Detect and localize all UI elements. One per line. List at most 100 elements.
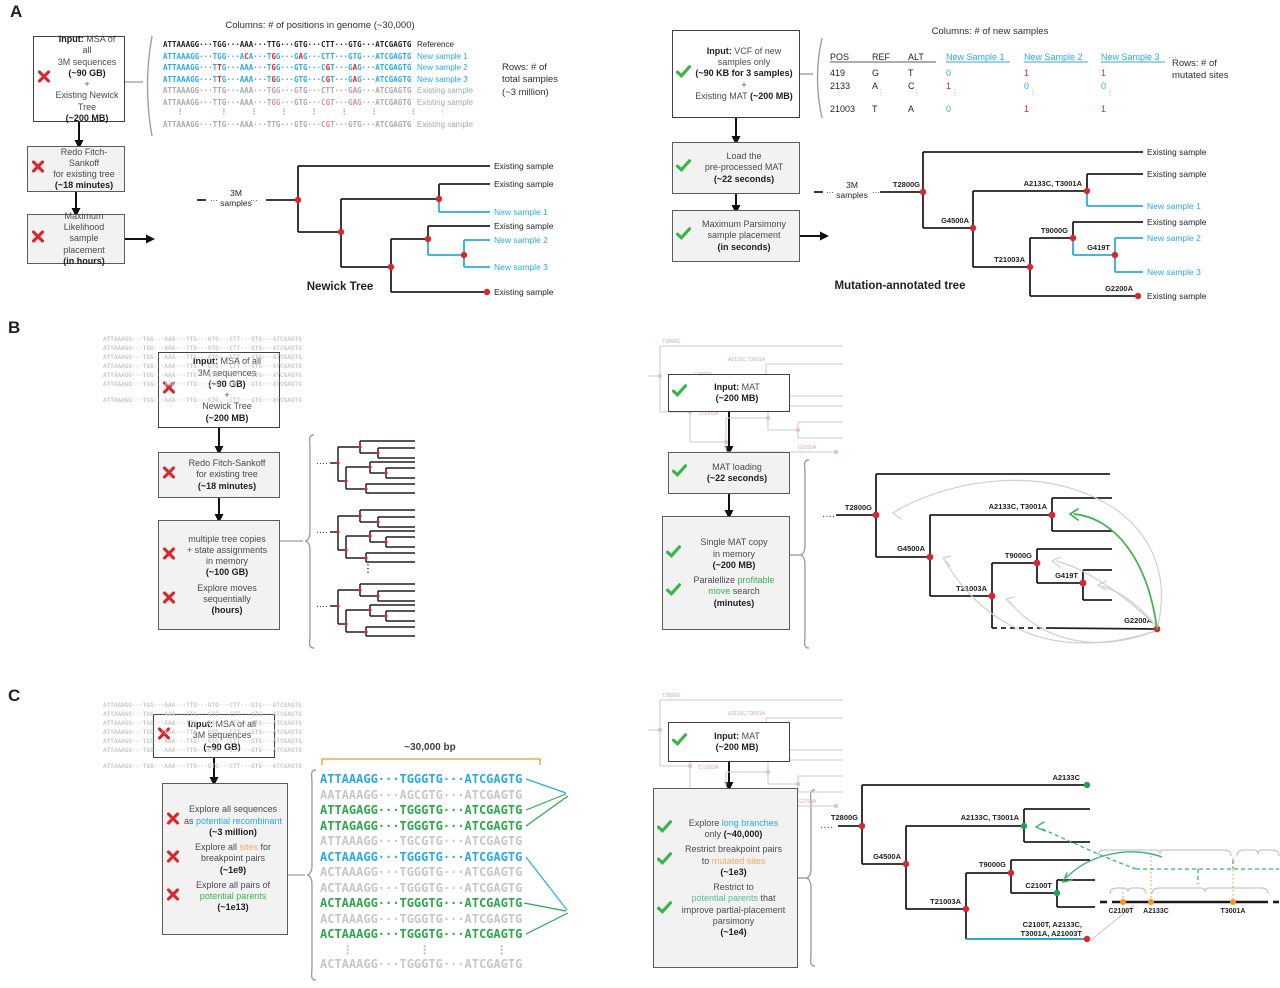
alignment-row-label: New sample 3 (417, 74, 468, 84)
node-label: T9000G (1005, 551, 1032, 560)
icon-holder (166, 850, 181, 868)
node-label: T9000G (979, 860, 1006, 869)
box-text-line: Load the (726, 151, 762, 162)
faded-tree-label: A2133C,T3001A (728, 711, 766, 717)
faded-alignment-row: ATTAAAGG···TGG···AAA···TTG···GTG···CTT··… (103, 354, 302, 361)
sequence-row: ATTAGAGG···TGGGTG···ATCGAGTG (320, 818, 523, 833)
alignment-row-label: New sample 1 (417, 51, 468, 61)
node-label: T21003A (994, 255, 1025, 264)
vcf-cell: 1 (1024, 104, 1030, 114)
check-icon (665, 583, 682, 596)
box-text-line: as potential recombinant (183, 815, 283, 826)
panelB-right-box2: MAT loading(~22 seconds) (668, 452, 790, 494)
node-label: A2133C, T3001A (1024, 179, 1083, 188)
leaf-label: New sample 3 (1147, 267, 1201, 277)
axis-label: T3001A (1221, 908, 1246, 915)
sequence-row: ATTAAAGG···TGGGTG···ATCGAGTG (320, 772, 523, 786)
faded-alignment-row: ATTAAAGG···TGG···AAA···TTG···GTG···CTT··… (103, 397, 302, 404)
leaf-label: Existing sample (494, 161, 554, 171)
box-text-line: Existing MAT (~200 MB) (695, 90, 793, 101)
box-text-line: (~1e4) (720, 927, 747, 937)
icon-holder (665, 545, 682, 563)
alignment-row: ATTAAAGG···TTG···AAA···TGG···GTG···CTT··… (163, 86, 474, 95)
leaf-mutations-label: T3001A, A21003T (1021, 929, 1083, 938)
icon-holder (671, 464, 688, 482)
box-item: Input: MAT(~200 MB) (669, 729, 789, 756)
panel-c-label: C (8, 686, 21, 705)
check-icon (671, 384, 688, 398)
box-text-line: + (741, 79, 747, 90)
svg-label: ··· (210, 196, 218, 205)
node-label: T21003A (956, 584, 987, 593)
cross-icon (157, 727, 171, 740)
node-label: T9000G (1041, 226, 1068, 235)
faded-alignment-row: ATTAAAGG···TGG···AAA···TTG···GTG···CTT··… (103, 702, 302, 709)
leaf-label: Existing sample (1147, 169, 1207, 179)
check-icon (675, 227, 692, 241)
vcf-cell: 0 (1101, 81, 1107, 91)
mini-tree (330, 440, 415, 494)
vcf-header: POS (830, 52, 850, 62)
vcf-cell: G (872, 68, 880, 78)
box-text-line: + (84, 79, 90, 89)
node-label: T2800G (845, 503, 872, 512)
alignment-row: ATTAAAGG···TTG···AAA···TTG···GTG···CGT··… (163, 120, 474, 129)
vcf-header: REF (872, 52, 890, 62)
icon-holder (157, 727, 172, 745)
box-text-line: breakpoint pairs (200, 853, 266, 864)
alignment-row-label: Existing sample (417, 120, 474, 129)
sequence-row: ATTAGAGG···TGGGTG···ATCGAGTG (320, 803, 523, 817)
cross-icon (166, 888, 180, 901)
vcf-cell: T (908, 68, 914, 78)
box-text-line: MAT loading (712, 461, 762, 472)
box-text-line: (~18 minutes) (197, 480, 257, 491)
alignment-row: ATTAAAGG···TTG···AAA···TGG···GTG···CGT··… (163, 63, 468, 72)
leaf-label: New sample 1 (494, 207, 548, 217)
box-text-line: move search (708, 586, 760, 597)
node-label: G2200A (1124, 616, 1153, 625)
box-text-line: pre-processed MAT (704, 162, 784, 173)
box-text-line: for existing tree (53, 169, 115, 179)
faded-alignment-row: ATTAAAGG···TGG···AAA···TTG···GTG···CTT··… (103, 372, 302, 379)
faded-alignment-row: ATTAAAGG···TGG···AAA···TTG···GTG···CTT··… (103, 747, 302, 754)
sequence-dots-row: ⋮ ⋮ ⋮ (320, 942, 537, 957)
leaf-label: New sample 1 (1147, 201, 1201, 211)
box-text-line: Maximum Likelihood (63, 210, 105, 233)
box-text-line: Input: MSA of all (192, 356, 262, 367)
icon-holder (671, 733, 688, 751)
svg-label: ···· (316, 527, 328, 537)
vcf-cell: C (908, 81, 915, 91)
box-text-line: Single MAT copy (700, 537, 768, 548)
box-text-line: (in seconds) (717, 241, 771, 252)
axis-label: A2133C (1143, 908, 1169, 915)
panel-a-label: A (10, 2, 23, 21)
check-icon (671, 733, 688, 747)
box-text-line: Redo Fitch-Sankoff (60, 146, 108, 168)
cross-icon (31, 230, 45, 243)
vcf-cell: 419 (830, 68, 846, 78)
mat-tree-caption: Mutation-annotated tree (834, 280, 966, 292)
sequence-row: ACTAAAGG···TGGGTG···ATCGAGTG (320, 865, 523, 879)
leaf-label: Existing sample (494, 179, 554, 189)
box-text-line: Newick Tree (202, 401, 252, 412)
check-icon (656, 820, 673, 834)
box-text-line: 3M sequences (197, 367, 257, 378)
leaf-label: Existing sample (1147, 217, 1207, 227)
box-text-line: (~90 GB) (203, 741, 241, 752)
node-label: C2100T (1025, 881, 1052, 890)
box-text-line: 3M sequences (192, 730, 252, 741)
cross-icon (31, 160, 45, 173)
alignment-row-label: Existing sample (417, 86, 474, 95)
icon-holder (37, 70, 52, 88)
